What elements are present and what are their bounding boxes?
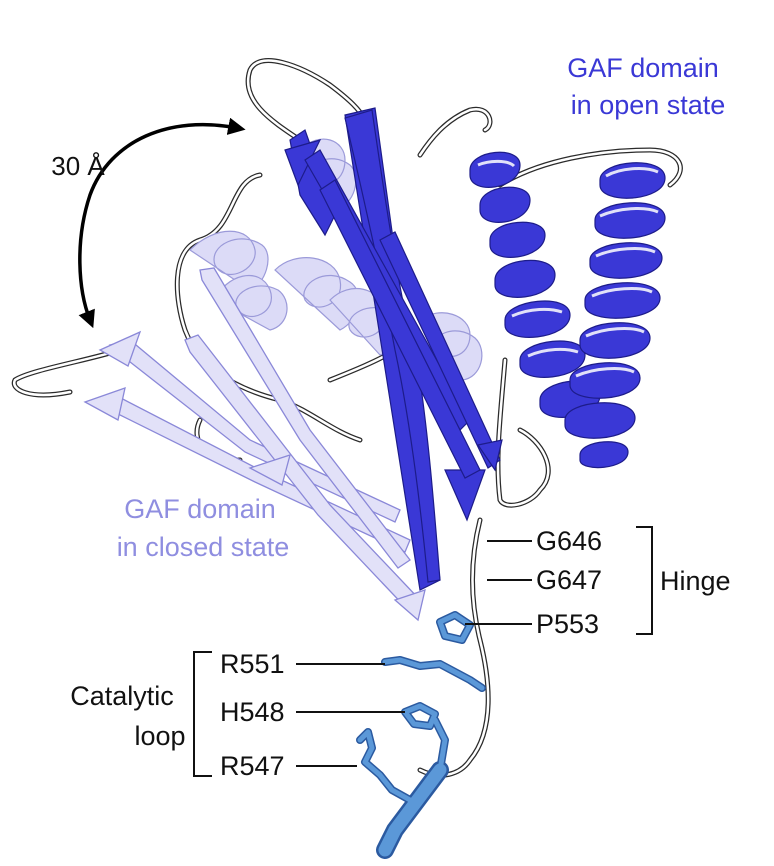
closed-strands bbox=[83, 267, 426, 622]
rotation-arrow bbox=[78, 117, 246, 329]
rotation-label: 30 Å bbox=[51, 151, 105, 181]
text-labels: GAF domain in open state GAF domain in c… bbox=[51, 53, 730, 781]
closed-state-label-line1: GAF domain bbox=[124, 494, 276, 524]
g646-label: G646 bbox=[536, 526, 602, 556]
h548-sticks bbox=[401, 702, 449, 774]
residue-sticks bbox=[356, 611, 486, 859]
hinge-bracket bbox=[636, 526, 653, 635]
leader-lines bbox=[193, 526, 653, 777]
r547-label: R547 bbox=[220, 751, 285, 781]
open-helix-highlights bbox=[477, 159, 659, 378]
catalytic-label-line2: loop bbox=[134, 721, 185, 751]
r551-label: R551 bbox=[220, 649, 285, 679]
open-state-label-line1: GAF domain bbox=[567, 53, 719, 83]
catalytic-bracket bbox=[193, 651, 212, 777]
catalytic-label-line1: Catalytic bbox=[70, 681, 174, 711]
open-state-label-line2: in open state bbox=[571, 90, 726, 120]
h548-label: H548 bbox=[220, 697, 285, 727]
hinge-label: Hinge bbox=[660, 566, 731, 596]
g647-label: G647 bbox=[536, 565, 602, 595]
open-strands bbox=[284, 107, 503, 591]
closed-state-label-line2: in closed state bbox=[117, 532, 290, 562]
open-state-domain bbox=[245, 58, 683, 778]
p553-label: P553 bbox=[536, 609, 599, 639]
